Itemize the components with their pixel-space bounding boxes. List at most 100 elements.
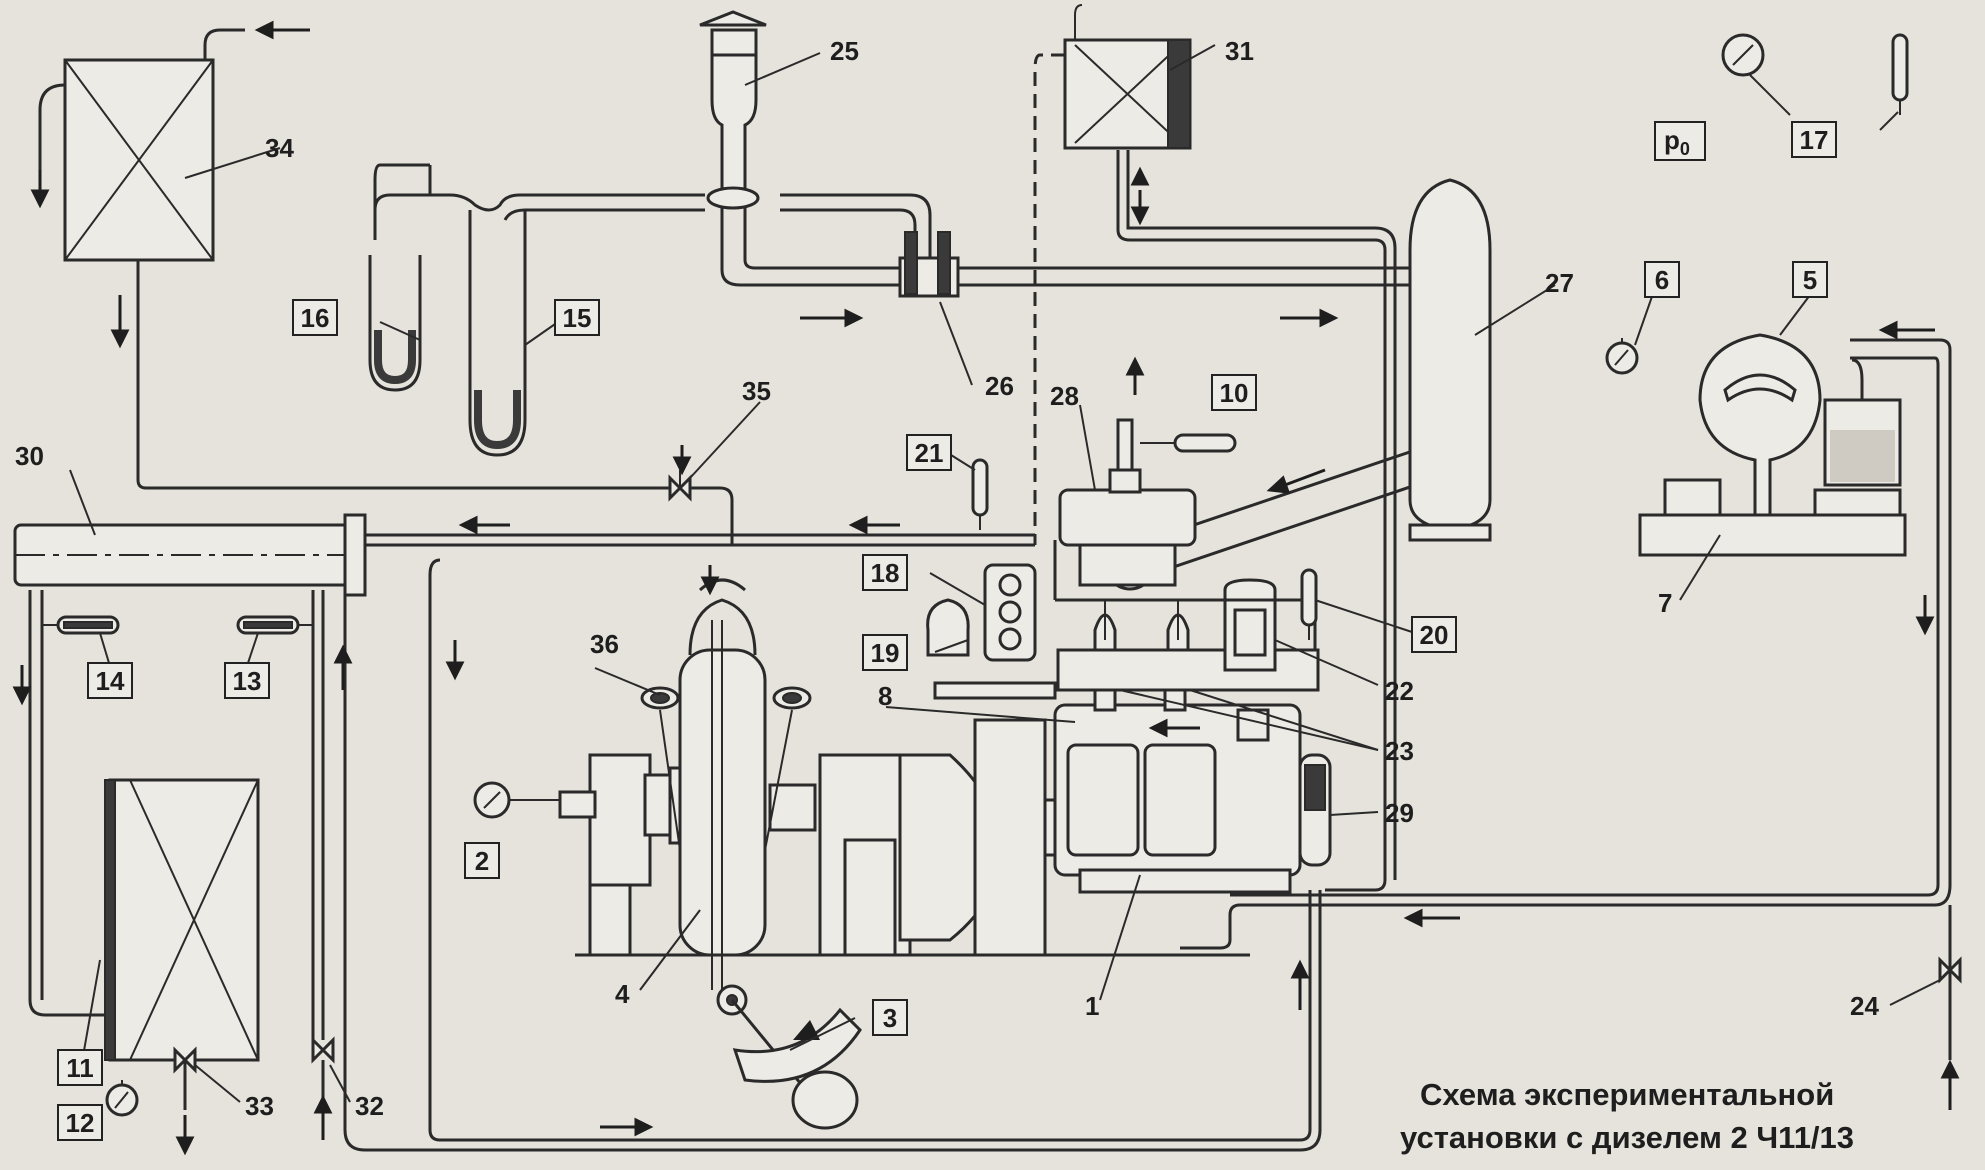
fuel-scale-5 [1638,333,1907,557]
engine-1-window-a [1066,743,1140,857]
thermometer-17 [1891,33,1909,115]
diesel-engine-1 [1053,418,1332,894]
svg-text:31: 31 [1225,36,1254,66]
valve-24[interactable] [1938,956,1962,984]
exhaust-25-body [710,53,758,192]
svg-text:35: 35 [742,376,771,406]
tank-34-overflow [38,83,66,170]
svg-text:14: 14 [96,666,125,696]
cooler-30-left-drain [28,590,105,1017]
oil-tank-19 [926,598,970,657]
manometer-pipe-c [780,193,932,268]
engine-1-cylinder-block [1056,648,1320,692]
label-13: 13 [224,662,270,699]
label-27: 27 [1545,268,1574,298]
dynamometer-4 [678,578,767,990]
scale-3-weight [791,1070,859,1130]
callout-labels: 34 25 31 27 26 28 35 30 36 8 22 23 29 4 … [15,36,1879,1141]
label-1: 1 [1085,991,1099,1021]
svg-text:34: 34 [265,133,294,163]
receiver-27-body [1408,178,1492,532]
manometer-16-tap [373,163,430,240]
svg-text:25: 25 [830,36,859,66]
svg-text:21: 21 [915,438,944,468]
svg-text:24: 24 [1850,991,1879,1021]
label-21: 21 [906,434,952,471]
manometer-pipe-d [780,208,917,268]
caption-line-1: Схема экспериментальной [1420,1077,1834,1112]
thermometer-13 [236,615,313,635]
label-3: 3 [872,999,908,1036]
clutch-housing [973,718,1047,957]
label-20: 20 [1411,616,1457,653]
label-5: 5 [1792,261,1828,298]
svg-text:2: 2 [475,846,489,876]
svg-text:36: 36 [590,629,619,659]
thermometer-10 [1140,433,1237,453]
label-23: 23 [1385,736,1414,766]
return-loop-inner [428,558,1312,1142]
svg-text:1: 1 [1085,991,1099,1021]
tank-11 [104,778,260,1062]
label-11: 11 [57,1049,103,1086]
label-35: 35 [742,376,771,406]
svg-text:6: 6 [1655,265,1669,295]
svg-text:26: 26 [985,371,1014,401]
shaft-end [558,790,597,819]
manometer-15-tube [468,210,527,457]
fuel-line-31-return [1126,150,1397,880]
label-8: 8 [878,681,892,711]
label-29: 29 [1385,798,1414,828]
barometer-p0 [1721,33,1765,77]
flowmeter-26 [898,231,960,298]
caption-line-2: установки с дизелем 2 Ч11/13 [1400,1120,1854,1155]
label-22: 22 [1385,676,1414,706]
fuel-line-31-to-engine [1116,150,1387,892]
label-15: 15 [554,299,600,336]
stopwatch-12 [105,1080,139,1117]
svg-text:30: 30 [15,441,44,471]
instrument-panel [926,563,1057,700]
dynamometer-4-yoke [688,598,757,656]
label-6: 6 [1644,261,1680,298]
valve-33[interactable] [173,1046,197,1074]
label-26: 26 [985,371,1014,401]
manometer-16-tube [368,255,422,392]
label-14: 14 [87,662,133,699]
svg-text:5: 5 [1803,265,1817,295]
label-32: 32 [355,1091,384,1121]
dashed-control-line [1033,53,1065,545]
valve-35[interactable] [668,470,692,502]
label-12: 12 [57,1104,103,1141]
label-18: 18 [862,554,908,591]
receiver-27 [1408,178,1492,542]
svg-text:20: 20 [1420,620,1449,650]
flow-arrows [12,20,1960,1156]
svg-text:12: 12 [66,1108,95,1138]
svg-text:7: 7 [1658,588,1672,618]
svg-text:4: 4 [615,979,630,1009]
svg-text:22: 22 [1385,676,1414,706]
water-pipe-35-to-separator [690,486,734,545]
label-28: 28 [1050,381,1079,411]
exhaust-25-cap [699,10,767,27]
label-33: 33 [245,1091,274,1121]
svg-text:33: 33 [245,1091,274,1121]
scale-weights [1663,478,1722,517]
fuel-supply-line-inner [1230,356,1940,897]
manometer-15 [468,210,527,457]
water-pipe-34-to-35 [136,260,670,490]
label-4: 4 [615,979,630,1009]
svg-text:23: 23 [1385,736,1414,766]
valve-32[interactable] [311,1036,335,1064]
svg-text:29: 29 [1385,798,1414,828]
svg-text:16: 16 [301,303,330,333]
fuel-tank-31 [1063,4,1192,150]
dyno-support-left [588,753,652,887]
tank-34 [63,58,215,262]
pressure-gauge-2 [473,781,560,819]
label-34: 34 [265,133,294,163]
svg-text:3: 3 [883,1003,897,1033]
